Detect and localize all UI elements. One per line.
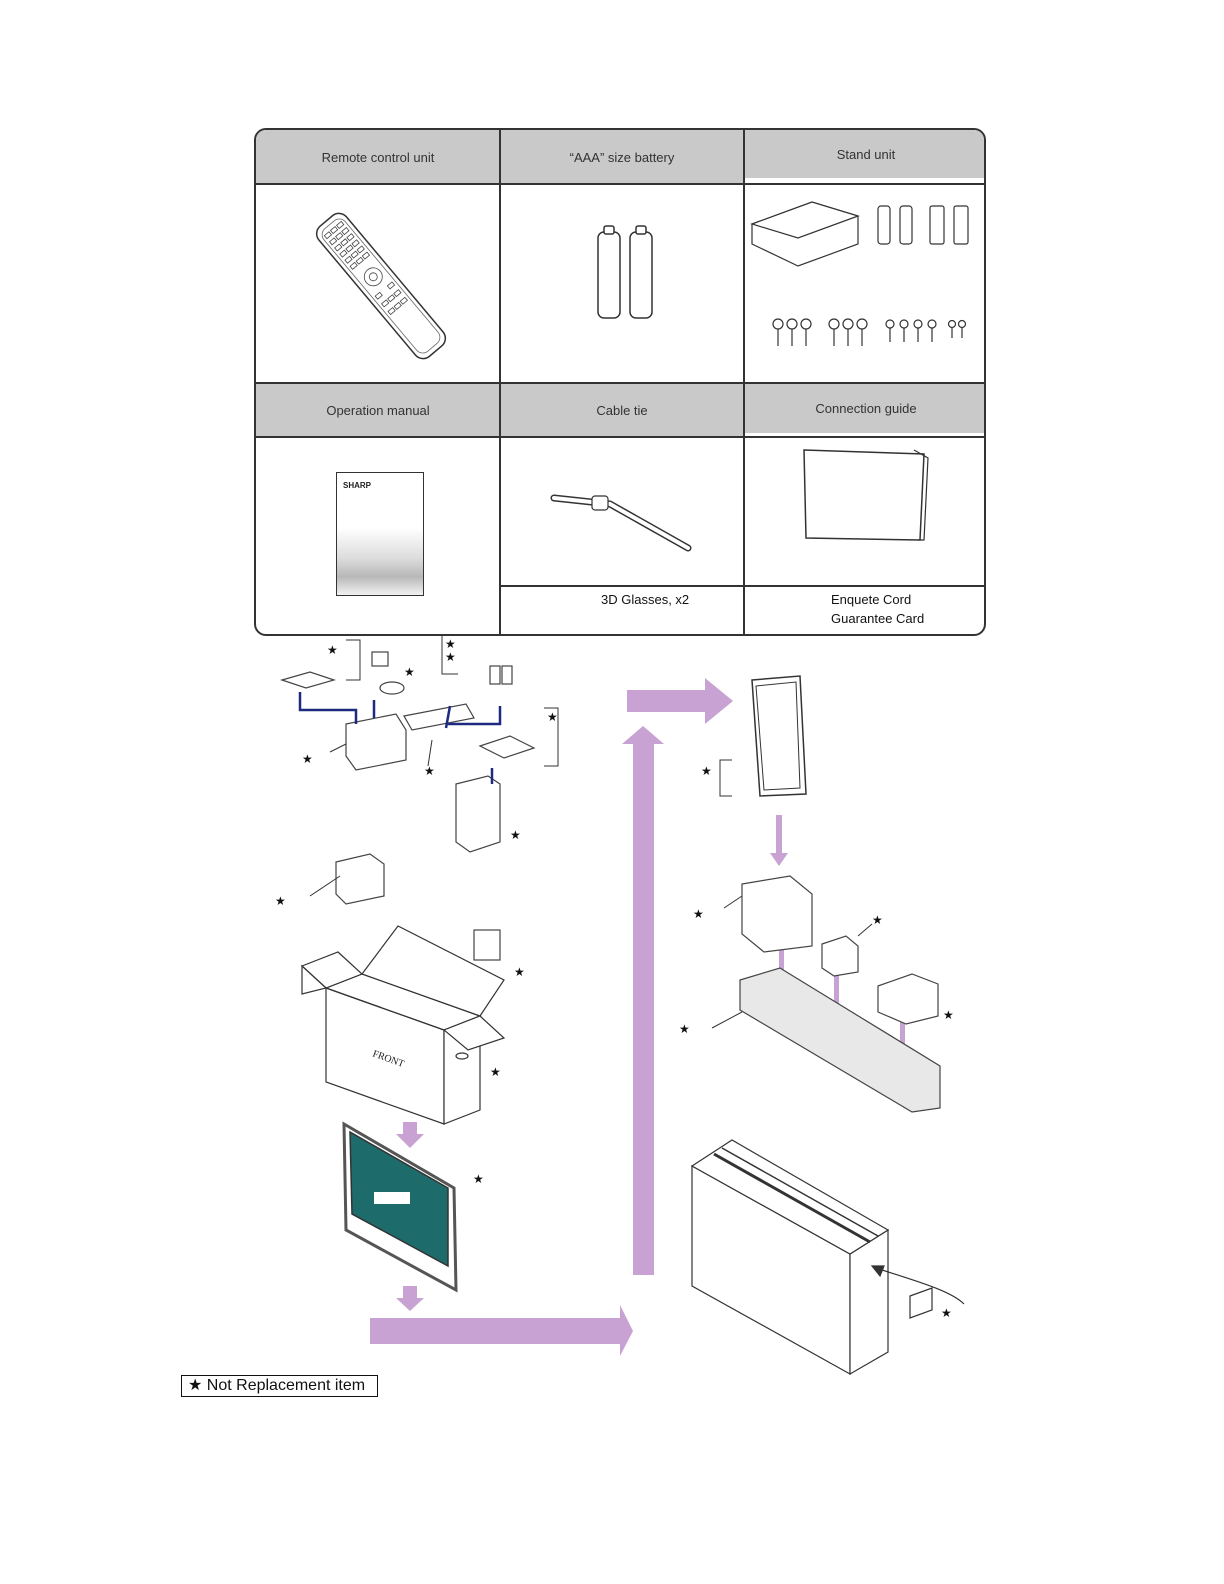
star-marker: ★: [514, 965, 525, 979]
star-marker: ★: [473, 1172, 484, 1186]
side-cushion-part: [474, 930, 500, 960]
stand-plate-part: [480, 736, 534, 758]
foot-part: [502, 666, 512, 684]
screw-bag-part: [380, 682, 404, 694]
star-marker: ★: [445, 637, 456, 651]
star-marker: ★: [445, 650, 456, 664]
star-marker: ★: [679, 1022, 690, 1036]
packed-box: [692, 1140, 964, 1374]
flow-arrow-head: [620, 1305, 633, 1356]
star-marker: ★: [424, 764, 435, 778]
bag-sheet: [752, 676, 806, 796]
star-marker: ★: [302, 752, 313, 766]
stand-cushions: [740, 876, 940, 1112]
star-marker: ★: [693, 907, 704, 921]
flow-arrow-head: [770, 853, 788, 866]
flow-arrow: [633, 742, 654, 1275]
flow-arrow-head: [705, 678, 733, 724]
star-marker: ★: [872, 913, 883, 927]
foot-part: [490, 666, 500, 684]
flow-arrow: [403, 1286, 417, 1300]
flow-arrow: [370, 1318, 622, 1344]
not-replacement-legend: ★ Not Replacement item: [181, 1375, 378, 1397]
star-marker: ★: [275, 894, 286, 908]
star-marker: ★: [941, 1306, 952, 1320]
star-marker: ★: [547, 710, 558, 724]
flow-arrow-head: [396, 1298, 424, 1311]
small-box-part: [372, 652, 388, 666]
stand-neck-part: [404, 704, 474, 730]
star-marker: ★: [943, 1008, 954, 1022]
star-marker: ★: [490, 1065, 501, 1079]
flow-arrow-head: [396, 1134, 424, 1148]
accessory-tray-right: [456, 776, 500, 852]
label-card: [910, 1288, 932, 1318]
carton-handle: [456, 1053, 468, 1059]
star-marker: ★: [404, 665, 415, 679]
flow-arrow-head: [622, 726, 664, 744]
stand-base-part: [282, 672, 334, 688]
star-marker: ★: [327, 643, 338, 657]
flow-arrow: [627, 690, 707, 712]
packed-box-side: [850, 1230, 888, 1374]
star-marker: ★: [510, 828, 521, 842]
right-cushion: [878, 974, 938, 1024]
star-marker: ★: [701, 764, 712, 778]
middle-cushion: [822, 936, 858, 976]
corner-cushion-part: [336, 854, 384, 904]
accessory-packing-parts: [282, 652, 534, 960]
flow-arrow: [776, 815, 782, 855]
flow-arrow: [403, 1122, 417, 1136]
tv-label: [374, 1192, 410, 1204]
top-cushion: [742, 876, 812, 952]
tv-in-bag: [344, 1124, 456, 1290]
